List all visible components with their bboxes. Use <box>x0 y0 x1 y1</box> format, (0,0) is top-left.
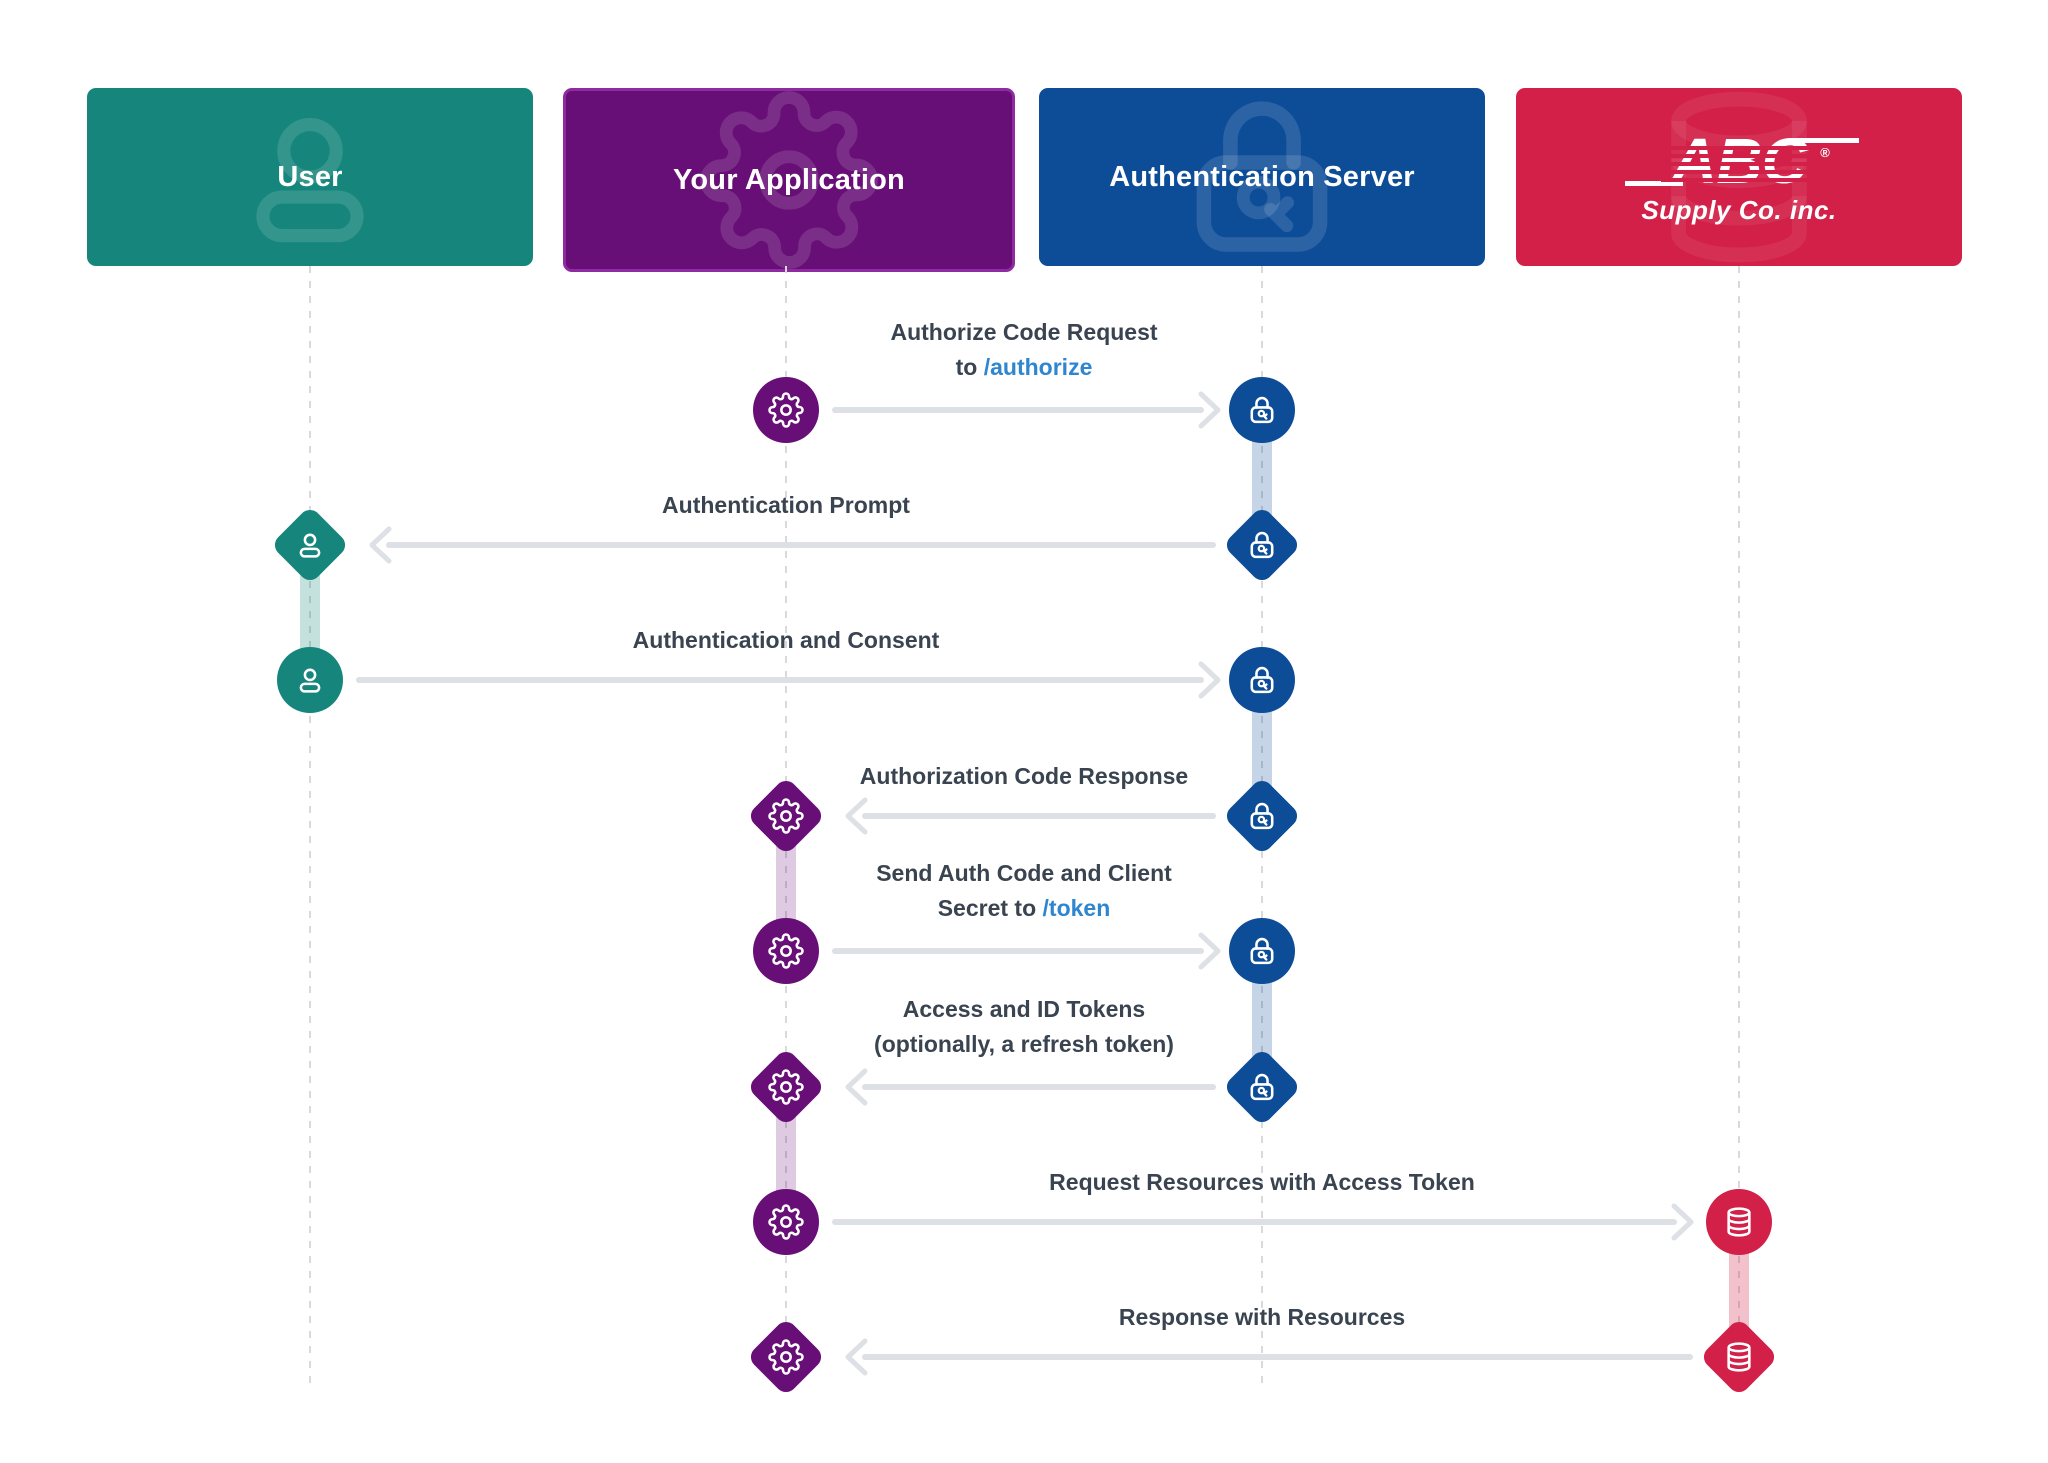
lock-icon <box>1244 662 1280 698</box>
user-icon <box>292 662 328 698</box>
actor-title-your-application: Your Application <box>673 163 905 196</box>
abc-logo-top-bar <box>1788 137 1859 143</box>
actor-title-authentication-server: Authentication Server <box>1109 160 1415 193</box>
app-gear-node <box>746 1317 826 1397</box>
app-gear-node <box>753 377 819 443</box>
lock-icon <box>1244 933 1280 969</box>
lock-icon <box>1244 527 1280 563</box>
lock-icon <box>1244 392 1280 428</box>
authorize-endpoint-link[interactable]: /authorize <box>983 354 1093 380</box>
lock-icon <box>1244 798 1280 834</box>
arrowhead-icon <box>834 1334 880 1380</box>
message-response-with-resources: Response with Resources <box>1118 1304 1406 1330</box>
abc-supply-logo: ABC ® Supply Co. inc. <box>1625 129 1859 226</box>
app-gear-node <box>753 918 819 984</box>
arrowhead-icon <box>834 1064 880 1110</box>
abc-logo-bottom-bar <box>1625 180 1684 186</box>
app-gear-node <box>746 1047 826 1127</box>
message-authorize-code-request: Authorize Code Request to /authorize <box>890 319 1158 380</box>
abc-logo-word: ABC ® <box>1625 129 1859 193</box>
arrowhead-icon <box>1186 928 1232 974</box>
gear-icon <box>768 933 804 969</box>
arrowhead-icon <box>834 793 880 839</box>
arrowhead-icon <box>1659 1199 1705 1245</box>
abc-logo-subtext: Supply Co. inc. <box>1641 194 1837 225</box>
message-send-auth-code: Send Auth Code and Client Secret to /tok… <box>876 860 1172 921</box>
registered-trademark: ® <box>1820 144 1830 160</box>
header-authentication-server: Authentication Server <box>1039 88 1485 266</box>
message-authorization-code-response: Authorization Code Response <box>859 763 1189 789</box>
message-request-resources: Request Resources with Access Token <box>1049 1169 1475 1195</box>
message-authentication-and-consent: Authentication and Consent <box>632 627 940 653</box>
header-user: User <box>87 88 533 266</box>
user-node <box>270 505 350 585</box>
user-node <box>277 647 343 713</box>
lifeline-user <box>309 266 311 1390</box>
arrowhead-icon <box>1186 657 1232 703</box>
message-authentication-prompt: Authentication Prompt <box>662 492 910 518</box>
gear-icon <box>768 798 804 834</box>
auth-lock-node <box>1222 505 1302 585</box>
actor-title-user: User <box>277 160 343 193</box>
auth-lock-node <box>1229 918 1295 984</box>
database-icon <box>1721 1339 1757 1375</box>
lock-icon <box>1244 1069 1280 1105</box>
arrowhead-icon <box>1186 387 1232 433</box>
gear-icon <box>768 1339 804 1375</box>
lifeline-abc-supply <box>1738 266 1740 1390</box>
token-endpoint-link[interactable]: /token <box>1042 895 1111 921</box>
message-access-id-tokens: Access and ID Tokens (optionally, a refr… <box>874 996 1174 1057</box>
auth-lock-node <box>1229 647 1295 713</box>
arrowhead-icon <box>358 522 404 568</box>
app-gear-node <box>746 776 826 856</box>
gear-icon <box>768 1204 804 1240</box>
user-icon <box>292 527 328 563</box>
app-gear-node <box>753 1189 819 1255</box>
database-icon <box>1721 1204 1757 1240</box>
gear-icon <box>768 392 804 428</box>
gear-icon <box>768 1069 804 1105</box>
header-your-application: Your Application <box>563 88 1015 272</box>
auth-lock-node <box>1229 377 1295 443</box>
abc-database-node <box>1699 1317 1779 1397</box>
abc-database-node <box>1706 1189 1772 1255</box>
header-abc-supply: ABC ® Supply Co. inc. <box>1516 88 1962 266</box>
auth-lock-node <box>1222 1047 1302 1127</box>
auth-lock-node <box>1222 776 1302 856</box>
